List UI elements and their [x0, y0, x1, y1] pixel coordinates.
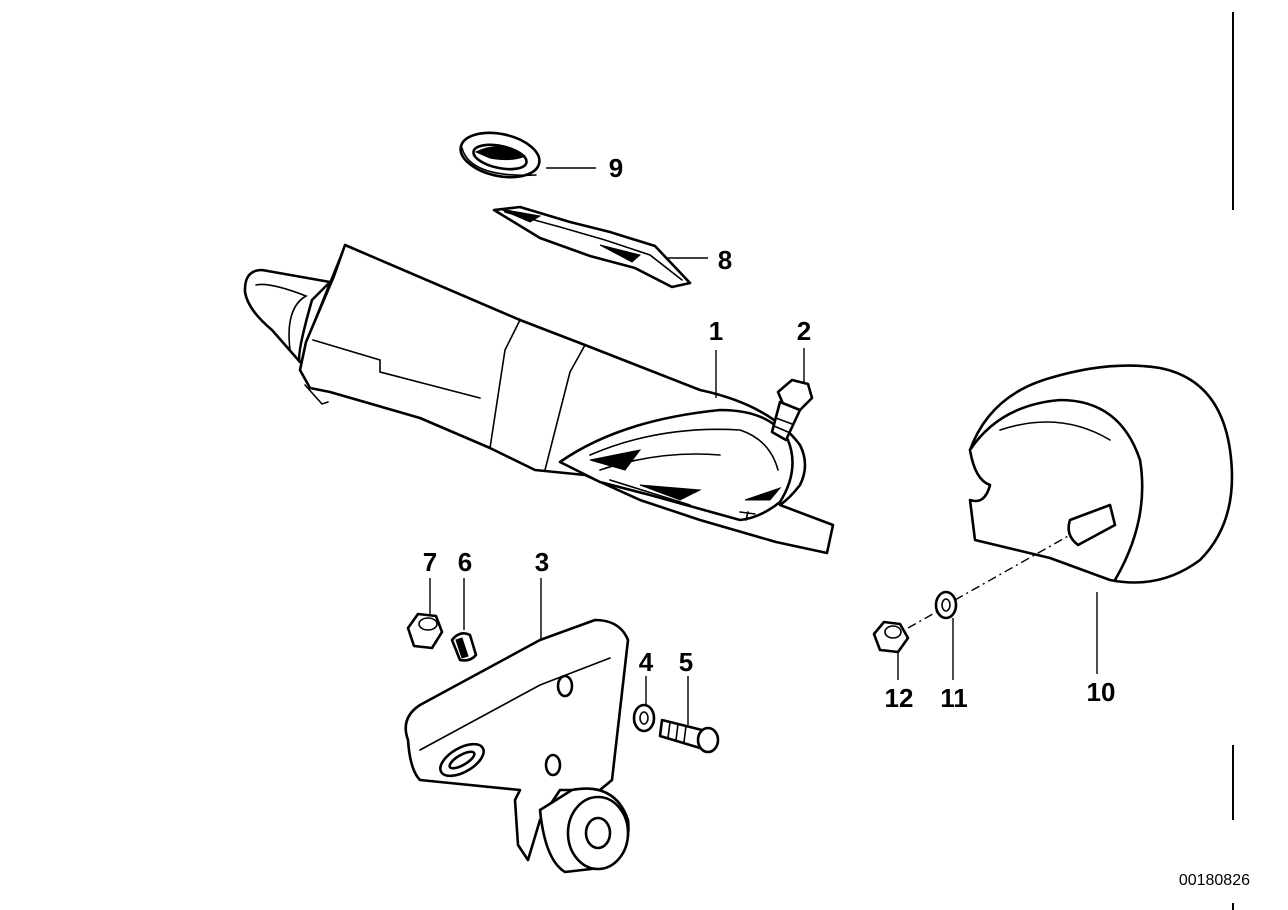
- part-10-cap: [968, 364, 1234, 584]
- callout-4: 4: [639, 647, 654, 677]
- leader-lines: [429, 167, 1098, 725]
- part-9-grommet: [459, 131, 541, 179]
- callout-7: 7: [423, 547, 437, 577]
- callout-8: 8: [718, 245, 732, 275]
- part-11-washer: [934, 590, 958, 620]
- part-3-bracket: [404, 618, 630, 874]
- callout-11: 11: [940, 683, 968, 713]
- callout-12: 12: [885, 683, 914, 713]
- part-1-housing: [243, 243, 835, 555]
- callout-9: 9: [609, 153, 623, 183]
- part-5-screw: [658, 718, 720, 754]
- part-12-nut: [872, 620, 910, 654]
- callout-1: 1: [709, 316, 723, 346]
- callout-6: 6: [458, 547, 472, 577]
- callout-10: 10: [1087, 677, 1116, 707]
- callout-2: 2: [797, 316, 811, 346]
- assembly-axis-line: [907, 534, 1071, 629]
- callout-5: 5: [679, 647, 693, 677]
- part-8-gasket: [492, 205, 692, 289]
- callout-3: 3: [535, 547, 549, 577]
- part-7-nut: [406, 612, 444, 650]
- part-6-lock-washer: [450, 632, 478, 662]
- diagram-code: 00180826: [1179, 872, 1250, 889]
- part-4-washer: [632, 703, 656, 733]
- part-2-bolt: [770, 378, 814, 442]
